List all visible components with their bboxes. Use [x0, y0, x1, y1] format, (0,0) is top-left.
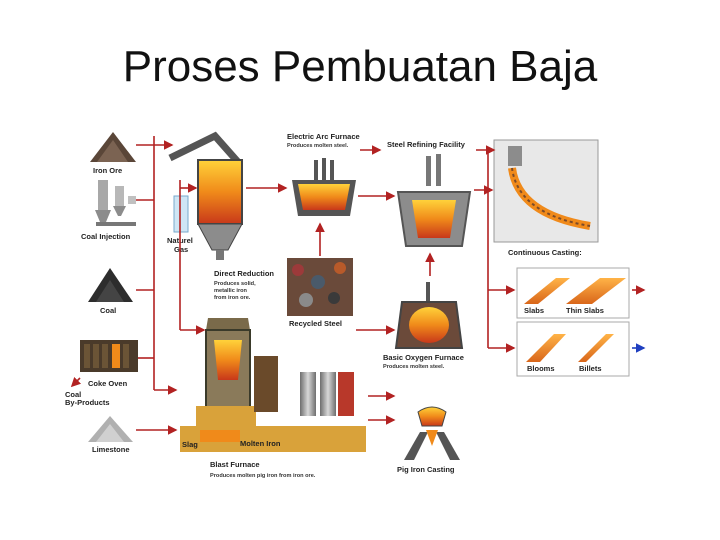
natural-gas-tank: [174, 196, 188, 232]
blast-furnace-label: Blast Furnace: [210, 460, 260, 469]
slabs-label: Slabs: [524, 306, 544, 315]
continuous-casting-machine: [494, 140, 598, 242]
coal-label: Coal: [100, 306, 116, 315]
coke-oven-label: Coke Oven: [88, 379, 128, 388]
limestone-label: Limestone: [92, 445, 130, 454]
direct-reduction-furnace: [198, 160, 242, 260]
steel-refining-vessel: [398, 154, 470, 246]
bof-desc: Produces molten steel.: [383, 364, 445, 370]
recycled-steel-scrap: [287, 258, 353, 316]
pig-iron-casting-label: Pig Iron Casting: [397, 465, 455, 474]
pig-iron-casting: [404, 407, 460, 460]
slag-label: Slag: [182, 440, 198, 449]
blast-furnace: [180, 318, 366, 452]
basic-oxygen-furnace: [396, 282, 462, 348]
direct-reduction-desc-3: from iron ore.: [214, 295, 251, 301]
coal-byproducts-label-2: By-Products: [65, 398, 110, 407]
recycled-steel-label: Recycled Steel: [289, 319, 342, 328]
electric-arc-furnace-label: Electric Arc Furnace: [287, 132, 360, 141]
bof-label: Basic Oxygen Furnace: [383, 353, 464, 362]
coal-injection-equipment: [95, 180, 136, 226]
iron-ore-label: Iron Ore: [93, 166, 122, 175]
electric-arc-furnace: [292, 158, 356, 216]
limestone-pile: [88, 416, 133, 442]
conveyor-belt: [170, 136, 238, 162]
coal-pile: [88, 268, 133, 302]
blast-furnace-desc: Produces molten pig iron from iron ore.: [210, 473, 316, 479]
coke-oven: [80, 340, 138, 372]
steel-refining-label: Steel Refining Facility: [387, 140, 466, 149]
blooms-label: Blooms: [527, 364, 555, 373]
continuous-casting-label: Continuous Casting:: [508, 248, 582, 257]
coal-injection-label: Coal Injection: [81, 232, 131, 241]
molten-iron-label: Molten Iron: [240, 439, 281, 448]
iron-ore-pile: [90, 132, 136, 162]
electric-arc-furnace-desc: Produces molten steel.: [287, 143, 349, 149]
billets-label: Billets: [579, 364, 602, 373]
thin-slabs-label: Thin Slabs: [566, 306, 604, 315]
direct-reduction-label: Direct Reduction: [214, 269, 274, 278]
direct-reduction-desc-2: metallic iron: [214, 288, 248, 294]
natural-gas-label-2: Gas: [174, 245, 188, 254]
direct-reduction-desc-1: Produces solid,: [214, 281, 256, 287]
